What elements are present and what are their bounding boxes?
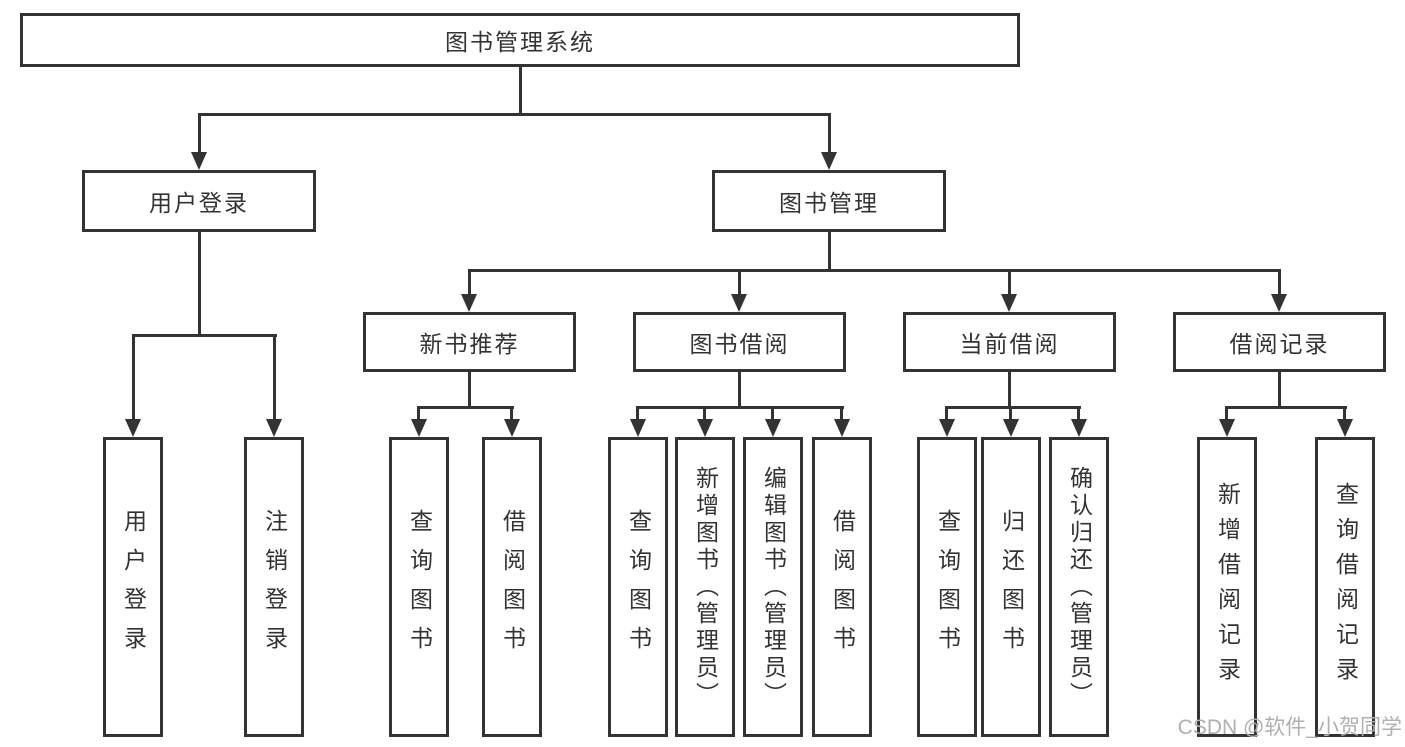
node-label: 图书借阅 xyxy=(689,331,790,357)
leaf-add-borrow-record: 新增借阅记录 xyxy=(1197,437,1257,737)
node-label: 当前借阅 xyxy=(959,331,1060,357)
arrow-down-icon xyxy=(821,152,837,170)
connector-line xyxy=(417,406,420,422)
arrow-down-icon xyxy=(731,294,747,312)
connector-line xyxy=(945,406,948,422)
connector-line xyxy=(417,406,514,409)
arrow-down-icon xyxy=(939,419,955,437)
connector-line xyxy=(198,113,831,116)
node-library-management-system: 图书管理系统 xyxy=(20,13,1020,67)
arrow-down-icon xyxy=(1271,294,1287,312)
arrow-down-icon xyxy=(834,419,850,437)
leaf-label: 注销登录 xyxy=(261,509,288,665)
connector-line xyxy=(1225,406,1347,409)
leaf-current-query-books: 查询图书 xyxy=(917,437,977,737)
connector-line xyxy=(828,232,831,272)
connector-line xyxy=(828,113,831,154)
arrow-down-icon xyxy=(266,419,282,437)
arrow-down-icon xyxy=(1337,419,1353,437)
leaf-query-borrow-record: 查询借阅记录 xyxy=(1315,437,1375,737)
connector-line xyxy=(1077,406,1080,422)
node-label: 图书管理系统 xyxy=(445,29,595,55)
leaf-borrowing-query-books: 查询图书 xyxy=(608,437,668,737)
connector-line xyxy=(771,406,774,422)
arrow-down-icon xyxy=(630,419,646,437)
connector-line xyxy=(519,65,522,116)
arrow-down-icon xyxy=(191,152,207,170)
arrow-down-icon xyxy=(461,294,477,312)
connector-line xyxy=(1008,372,1011,409)
csdn-watermark: CSDN @软件_小贺同学 xyxy=(1177,716,1402,739)
connector-line xyxy=(273,334,276,421)
leaf-label: 编辑图书（管理员） xyxy=(760,465,787,709)
connector-line xyxy=(636,406,844,409)
arrow-down-icon xyxy=(1001,294,1017,312)
leaf-label: 确认归还（管理员） xyxy=(1066,465,1093,709)
leaf-recommend-query-books: 查询图书 xyxy=(389,437,449,737)
node-new-book-recommendation: 新书推荐 xyxy=(363,312,576,372)
connector-line xyxy=(132,334,277,337)
connector-line xyxy=(510,406,513,422)
connector-line xyxy=(840,406,843,422)
connector-line xyxy=(1009,406,1012,422)
connector-line xyxy=(468,269,1281,272)
connector-line xyxy=(198,113,201,154)
node-borrowing-records: 借阅记录 xyxy=(1173,312,1386,372)
leaf-label: 查询图书 xyxy=(406,509,433,665)
node-user-login: 用户登录 xyxy=(82,170,316,232)
leaf-label: 归还图书 xyxy=(998,509,1025,665)
node-current-borrowing: 当前借阅 xyxy=(903,312,1116,372)
arrow-down-icon xyxy=(1071,419,1087,437)
arrow-down-icon xyxy=(504,419,520,437)
leaf-label: 新增借阅记录 xyxy=(1214,482,1241,692)
leaf-logout: 注销登录 xyxy=(244,437,304,737)
connector-line xyxy=(1278,269,1281,297)
connector-line xyxy=(738,372,741,409)
connector-line xyxy=(1343,406,1346,422)
leaf-confirm-return-admin: 确认归还（管理员） xyxy=(1049,437,1109,737)
connector-line xyxy=(1278,372,1281,409)
arrow-down-icon xyxy=(1219,419,1235,437)
connector-line xyxy=(636,406,639,422)
arrow-down-icon xyxy=(697,419,713,437)
arrow-down-icon xyxy=(411,419,427,437)
connector-line xyxy=(468,269,471,297)
connector-line xyxy=(132,334,135,421)
connector-line xyxy=(468,372,471,409)
leaf-edit-books-admin: 编辑图书（管理员） xyxy=(743,437,803,737)
connector-line xyxy=(703,406,706,422)
connector-line xyxy=(738,269,741,297)
leaf-label: 查询图书 xyxy=(625,509,652,665)
connector-line xyxy=(1008,269,1011,297)
node-book-management: 图书管理 xyxy=(712,170,946,232)
leaf-label: 查询借阅记录 xyxy=(1332,482,1359,692)
leaf-label: 用户登录 xyxy=(120,509,147,665)
leaf-label: 查询图书 xyxy=(934,509,961,665)
node-book-borrowing: 图书借阅 xyxy=(633,312,846,372)
node-label: 新书推荐 xyxy=(419,331,520,357)
node-label: 借阅记录 xyxy=(1229,331,1330,357)
connector-line xyxy=(945,406,1081,409)
leaf-borrowing-borrow-books: 借阅图书 xyxy=(812,437,872,737)
connector-line xyxy=(198,232,201,336)
leaf-label: 新增图书（管理员） xyxy=(692,465,719,709)
node-label: 用户登录 xyxy=(149,190,249,216)
leaf-label: 借阅图书 xyxy=(499,509,526,665)
leaf-add-books-admin: 新增图书（管理员） xyxy=(675,437,735,737)
leaf-return-books: 归还图书 xyxy=(981,437,1041,737)
connector-line xyxy=(1225,406,1228,422)
leaf-user-login: 用户登录 xyxy=(103,437,163,737)
node-label: 图书管理 xyxy=(779,190,879,216)
arrow-down-icon xyxy=(125,419,141,437)
arrow-down-icon xyxy=(1003,419,1019,437)
arrow-down-icon xyxy=(765,419,781,437)
leaf-label: 借阅图书 xyxy=(829,509,856,665)
leaf-recommend-borrow-books: 借阅图书 xyxy=(482,437,542,737)
